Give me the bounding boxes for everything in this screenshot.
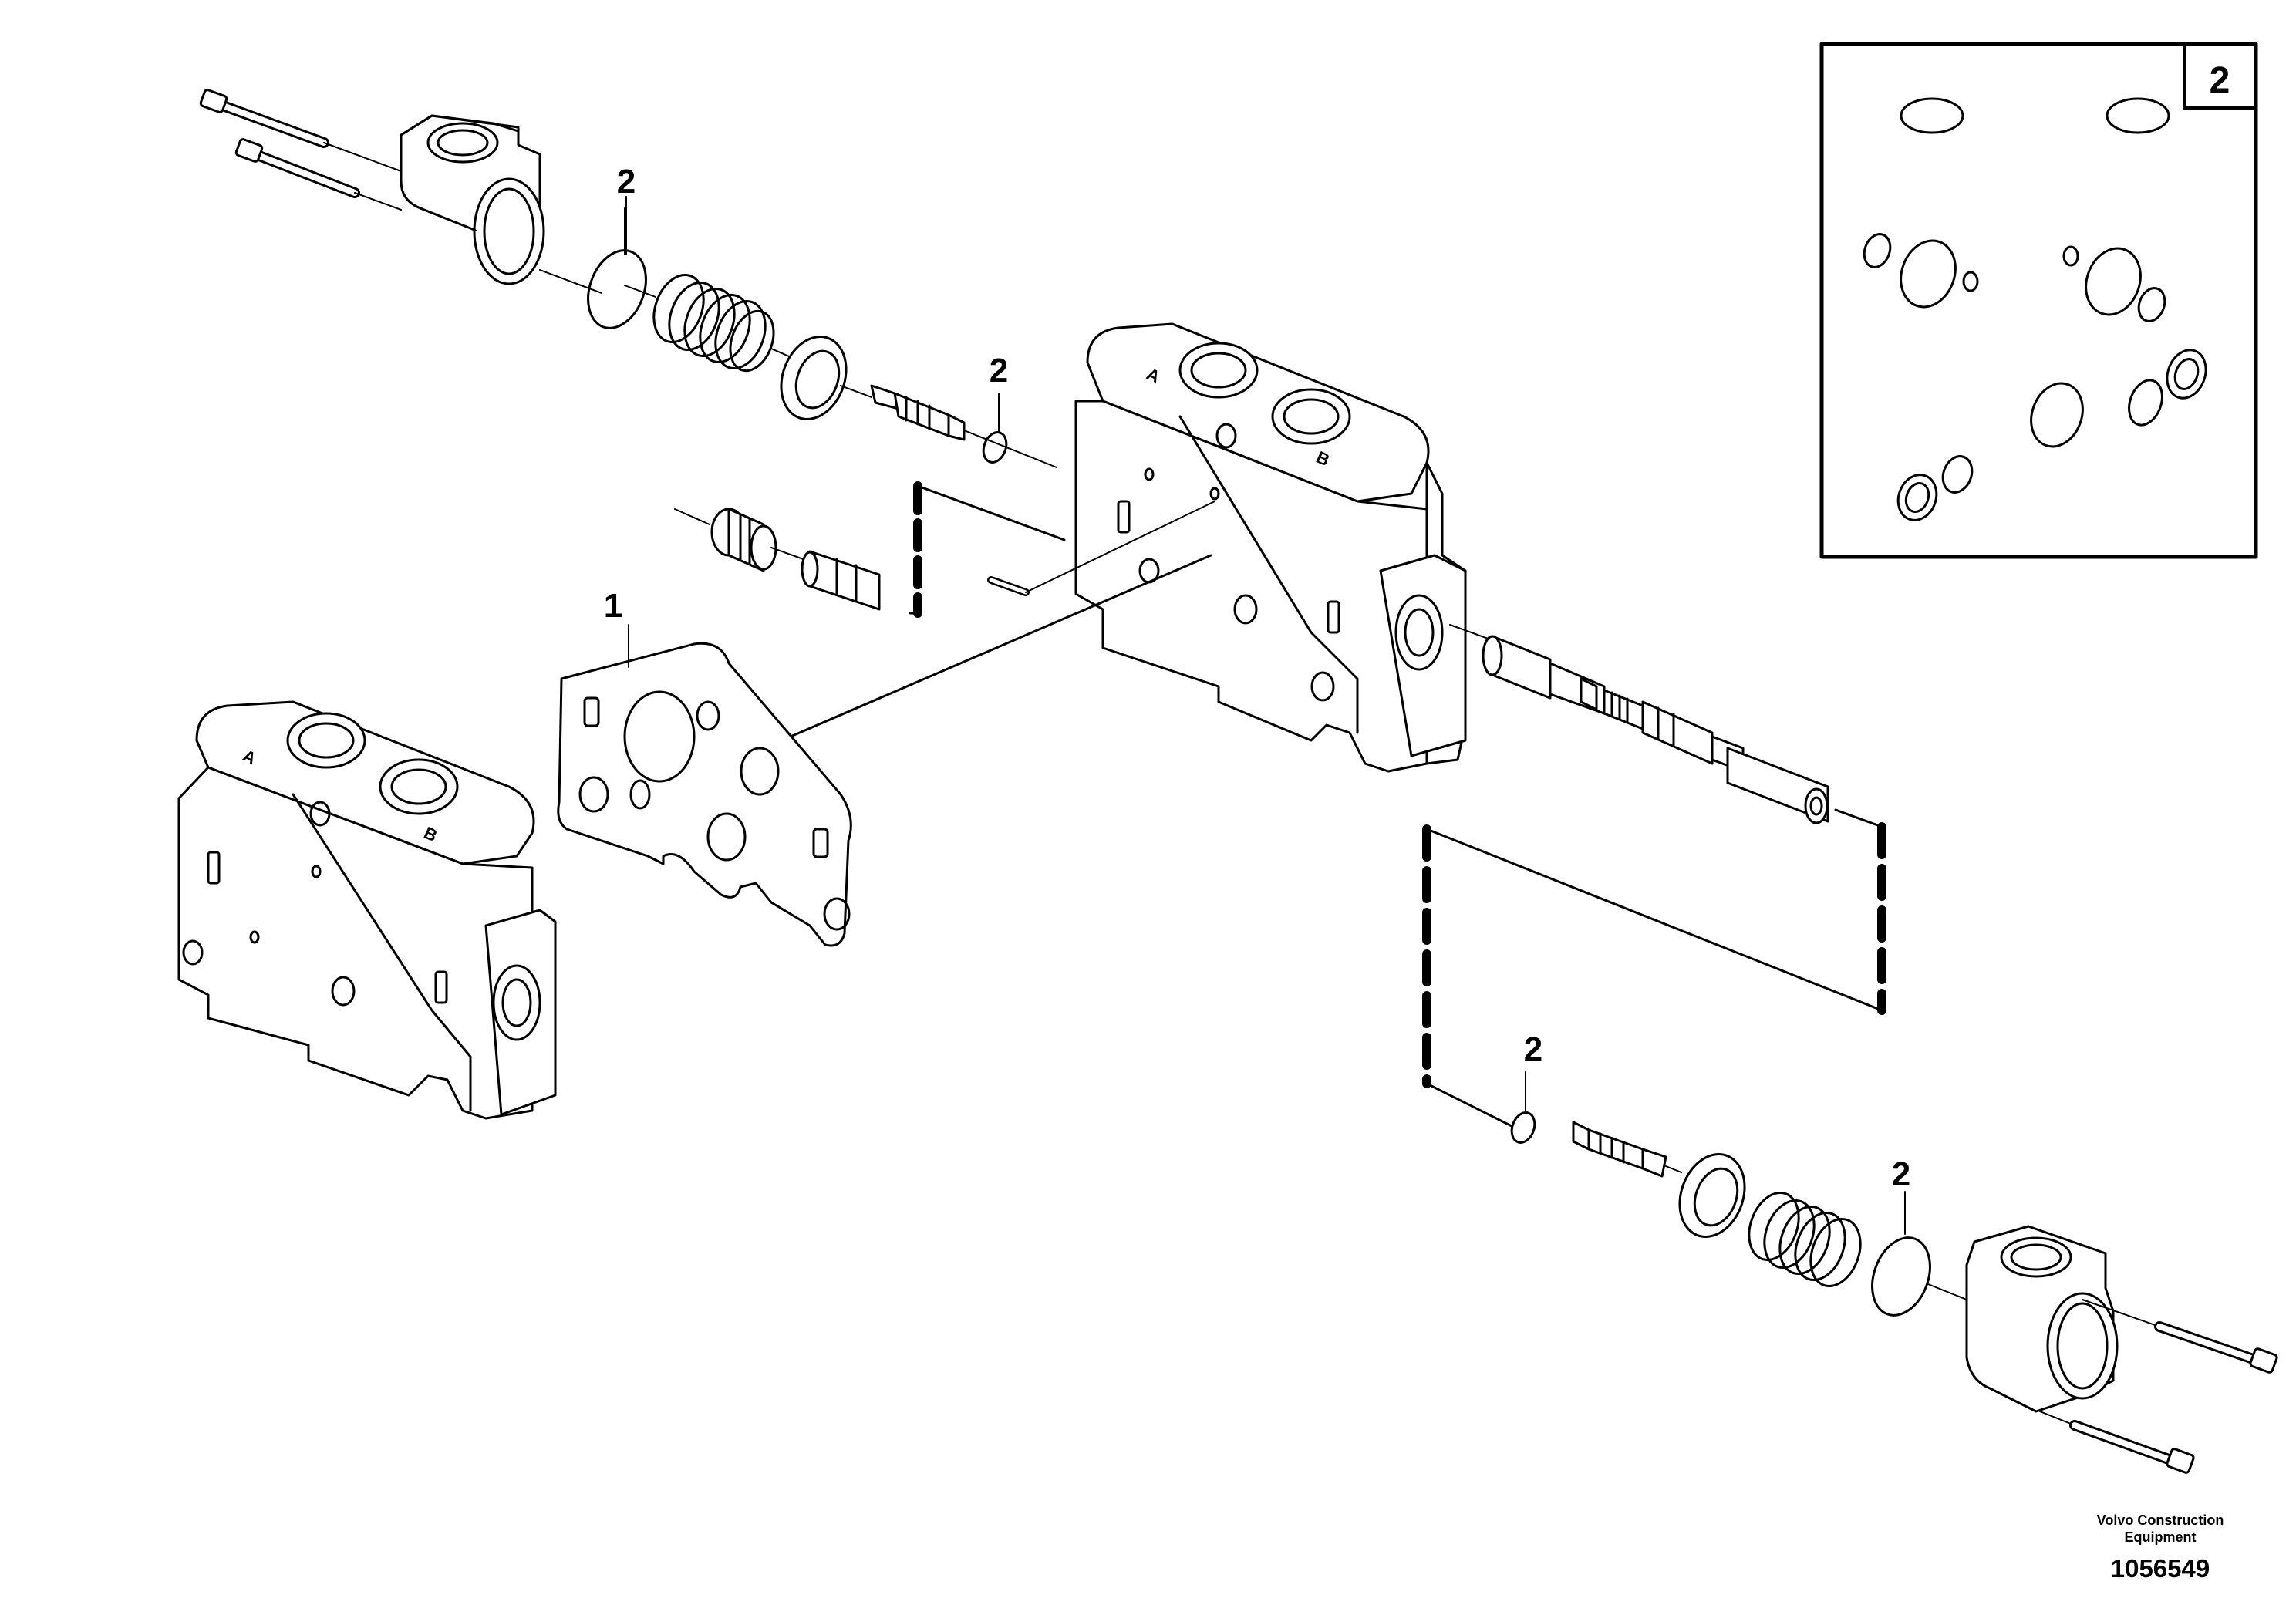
callout-2-top: 2 bbox=[617, 163, 636, 201]
bolt-top-2 bbox=[234, 138, 402, 211]
gasket-plate bbox=[557, 642, 852, 947]
check-valve bbox=[770, 547, 881, 611]
callout-1: 1 bbox=[604, 587, 622, 625]
plunger-top bbox=[870, 384, 1057, 468]
callout-2-bottom: 2 bbox=[1892, 1155, 1910, 1193]
plunger-bottom bbox=[1572, 1121, 1682, 1178]
spool bbox=[1449, 624, 1829, 824]
o-ring-small-top bbox=[982, 431, 1008, 464]
callout-2-middle: 2 bbox=[990, 352, 1008, 389]
seal-kit-box bbox=[1819, 42, 2258, 559]
drawing-number: 1056549 bbox=[2110, 1554, 2210, 1583]
o-ring-small-bottom bbox=[1510, 1111, 1536, 1144]
spring-bottom bbox=[1748, 1191, 1862, 1288]
plug bbox=[674, 508, 777, 572]
spring-seat-top bbox=[780, 336, 848, 420]
bolt-bottom-1 bbox=[2082, 1299, 2278, 1374]
o-ring-top-1 bbox=[587, 249, 647, 329]
spring-seat-bottom bbox=[1678, 1153, 1746, 1238]
spring-top bbox=[652, 273, 775, 373]
end-cap-bottom bbox=[1927, 1225, 2119, 1413]
bolt-top-1 bbox=[199, 89, 402, 172]
end-cap-top bbox=[400, 114, 602, 294]
pin bbox=[987, 501, 1215, 596]
valve-section-main bbox=[1074, 322, 1467, 773]
kit-box-number: 2 bbox=[2210, 60, 2230, 101]
bolt-bottom-2 bbox=[2039, 1411, 2195, 1474]
callout-2-lower: 2 bbox=[1524, 1030, 1542, 1068]
valve-section-second bbox=[177, 700, 557, 1120]
leader-box-bottom bbox=[1422, 808, 1886, 1128]
publisher-credit: Volvo Construction Equipment bbox=[2096, 1512, 2224, 1545]
o-ring-bottom-1 bbox=[1871, 1236, 1931, 1317]
leader-box-top bbox=[909, 481, 1066, 618]
